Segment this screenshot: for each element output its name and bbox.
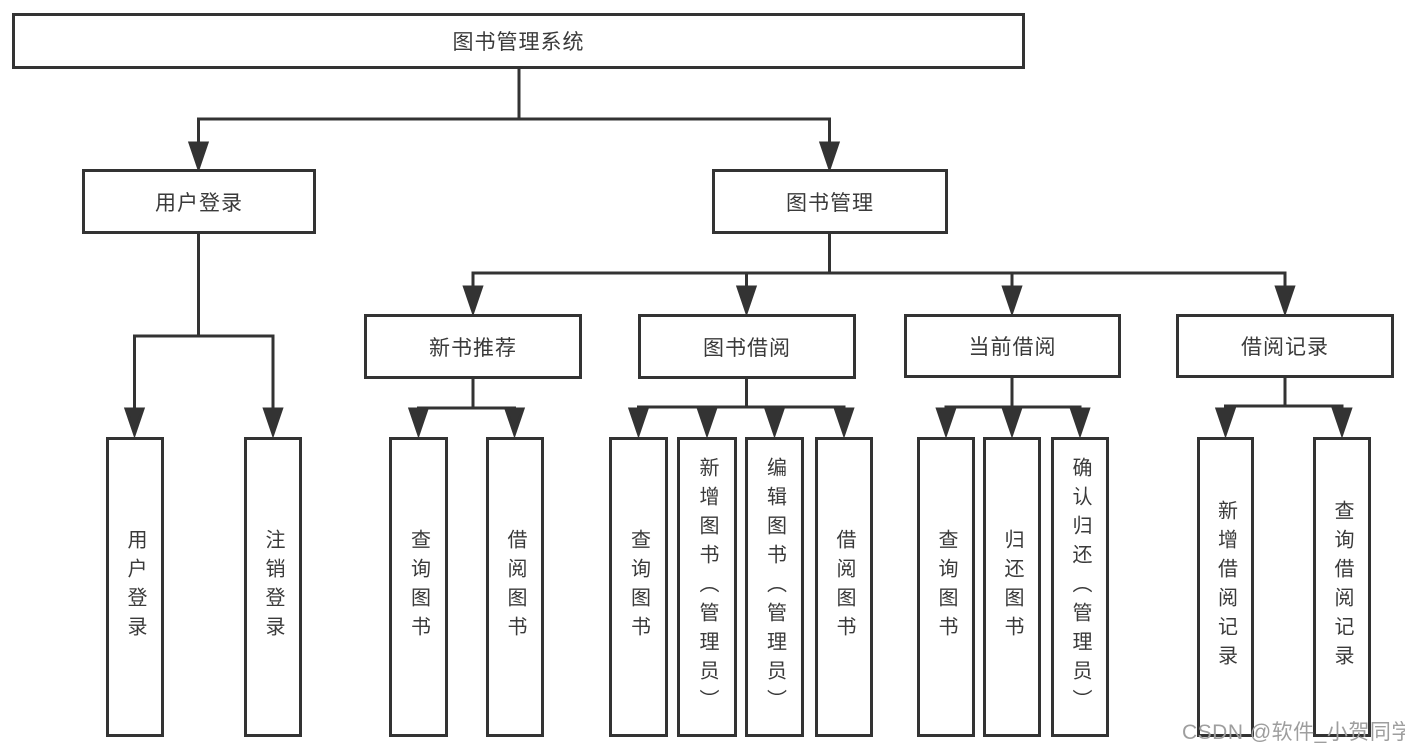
node-current-borrowing: 当前借阅	[904, 314, 1121, 378]
node-borrowing-records: 借阅记录	[1176, 314, 1394, 378]
node-user-login: 用户登录	[82, 169, 316, 234]
node-label: 确认归还（管理员）	[1069, 456, 1091, 718]
node-label: 图书管理	[786, 191, 874, 215]
node-label: 新增图书（管理员）	[696, 456, 718, 718]
node-label: 借阅图书	[833, 529, 855, 645]
node-book-borrowing: 图书借阅	[638, 314, 856, 379]
node-label: 图书管理系统	[452, 31, 585, 54]
node-label: 编辑图书（管理员）	[763, 456, 786, 718]
node-new-book-recommend: 新书推荐	[364, 314, 582, 379]
node-label: 图书借阅	[703, 336, 791, 360]
leaf-query-books-2: 查询图书	[609, 437, 668, 737]
node-label: 借阅记录	[1241, 336, 1329, 359]
leaf-confirm-return-admin: 确认归还（管理员）	[1051, 437, 1109, 737]
node-label: 查询图书	[627, 529, 650, 645]
leaf-borrow-books-2: 借阅图书	[815, 437, 873, 737]
node-label: 新书推荐	[429, 336, 517, 360]
node-label: 借阅图书	[504, 529, 526, 645]
leaf-logout: 注销登录	[244, 437, 302, 737]
node-label: 查询图书	[935, 529, 957, 645]
leaf-user-login: 用户登录	[106, 437, 164, 737]
node-library-management-system: 图书管理系统	[12, 13, 1025, 69]
node-label: 注销登录	[262, 529, 284, 645]
leaf-add-borrow-record: 新增借阅记录	[1197, 437, 1254, 737]
node-label: 用户登录	[124, 529, 146, 645]
leaf-return-books: 归还图书	[983, 437, 1041, 737]
leaf-borrow-books: 借阅图书	[486, 437, 544, 737]
leaf-edit-books-admin: 编辑图书（管理员）	[745, 437, 804, 737]
leaf-query-books-3: 查询图书	[917, 437, 975, 737]
leaf-query-borrow-record: 查询借阅记录	[1313, 437, 1371, 737]
leaf-query-books: 查询图书	[389, 437, 448, 737]
node-label: 用户登录	[155, 191, 243, 215]
node-label: 查询借阅记录	[1331, 500, 1353, 674]
node-label: 新增借阅记录	[1214, 500, 1237, 674]
csdn-watermark: CSDN @软件_小贺同学	[1182, 721, 1405, 744]
node-book-management: 图书管理	[712, 169, 948, 234]
node-label: 当前借阅	[968, 336, 1057, 359]
node-label: 查询图书	[407, 529, 430, 645]
node-label: 归还图书	[1001, 529, 1023, 645]
leaf-add-books-admin: 新增图书（管理员）	[677, 437, 737, 737]
